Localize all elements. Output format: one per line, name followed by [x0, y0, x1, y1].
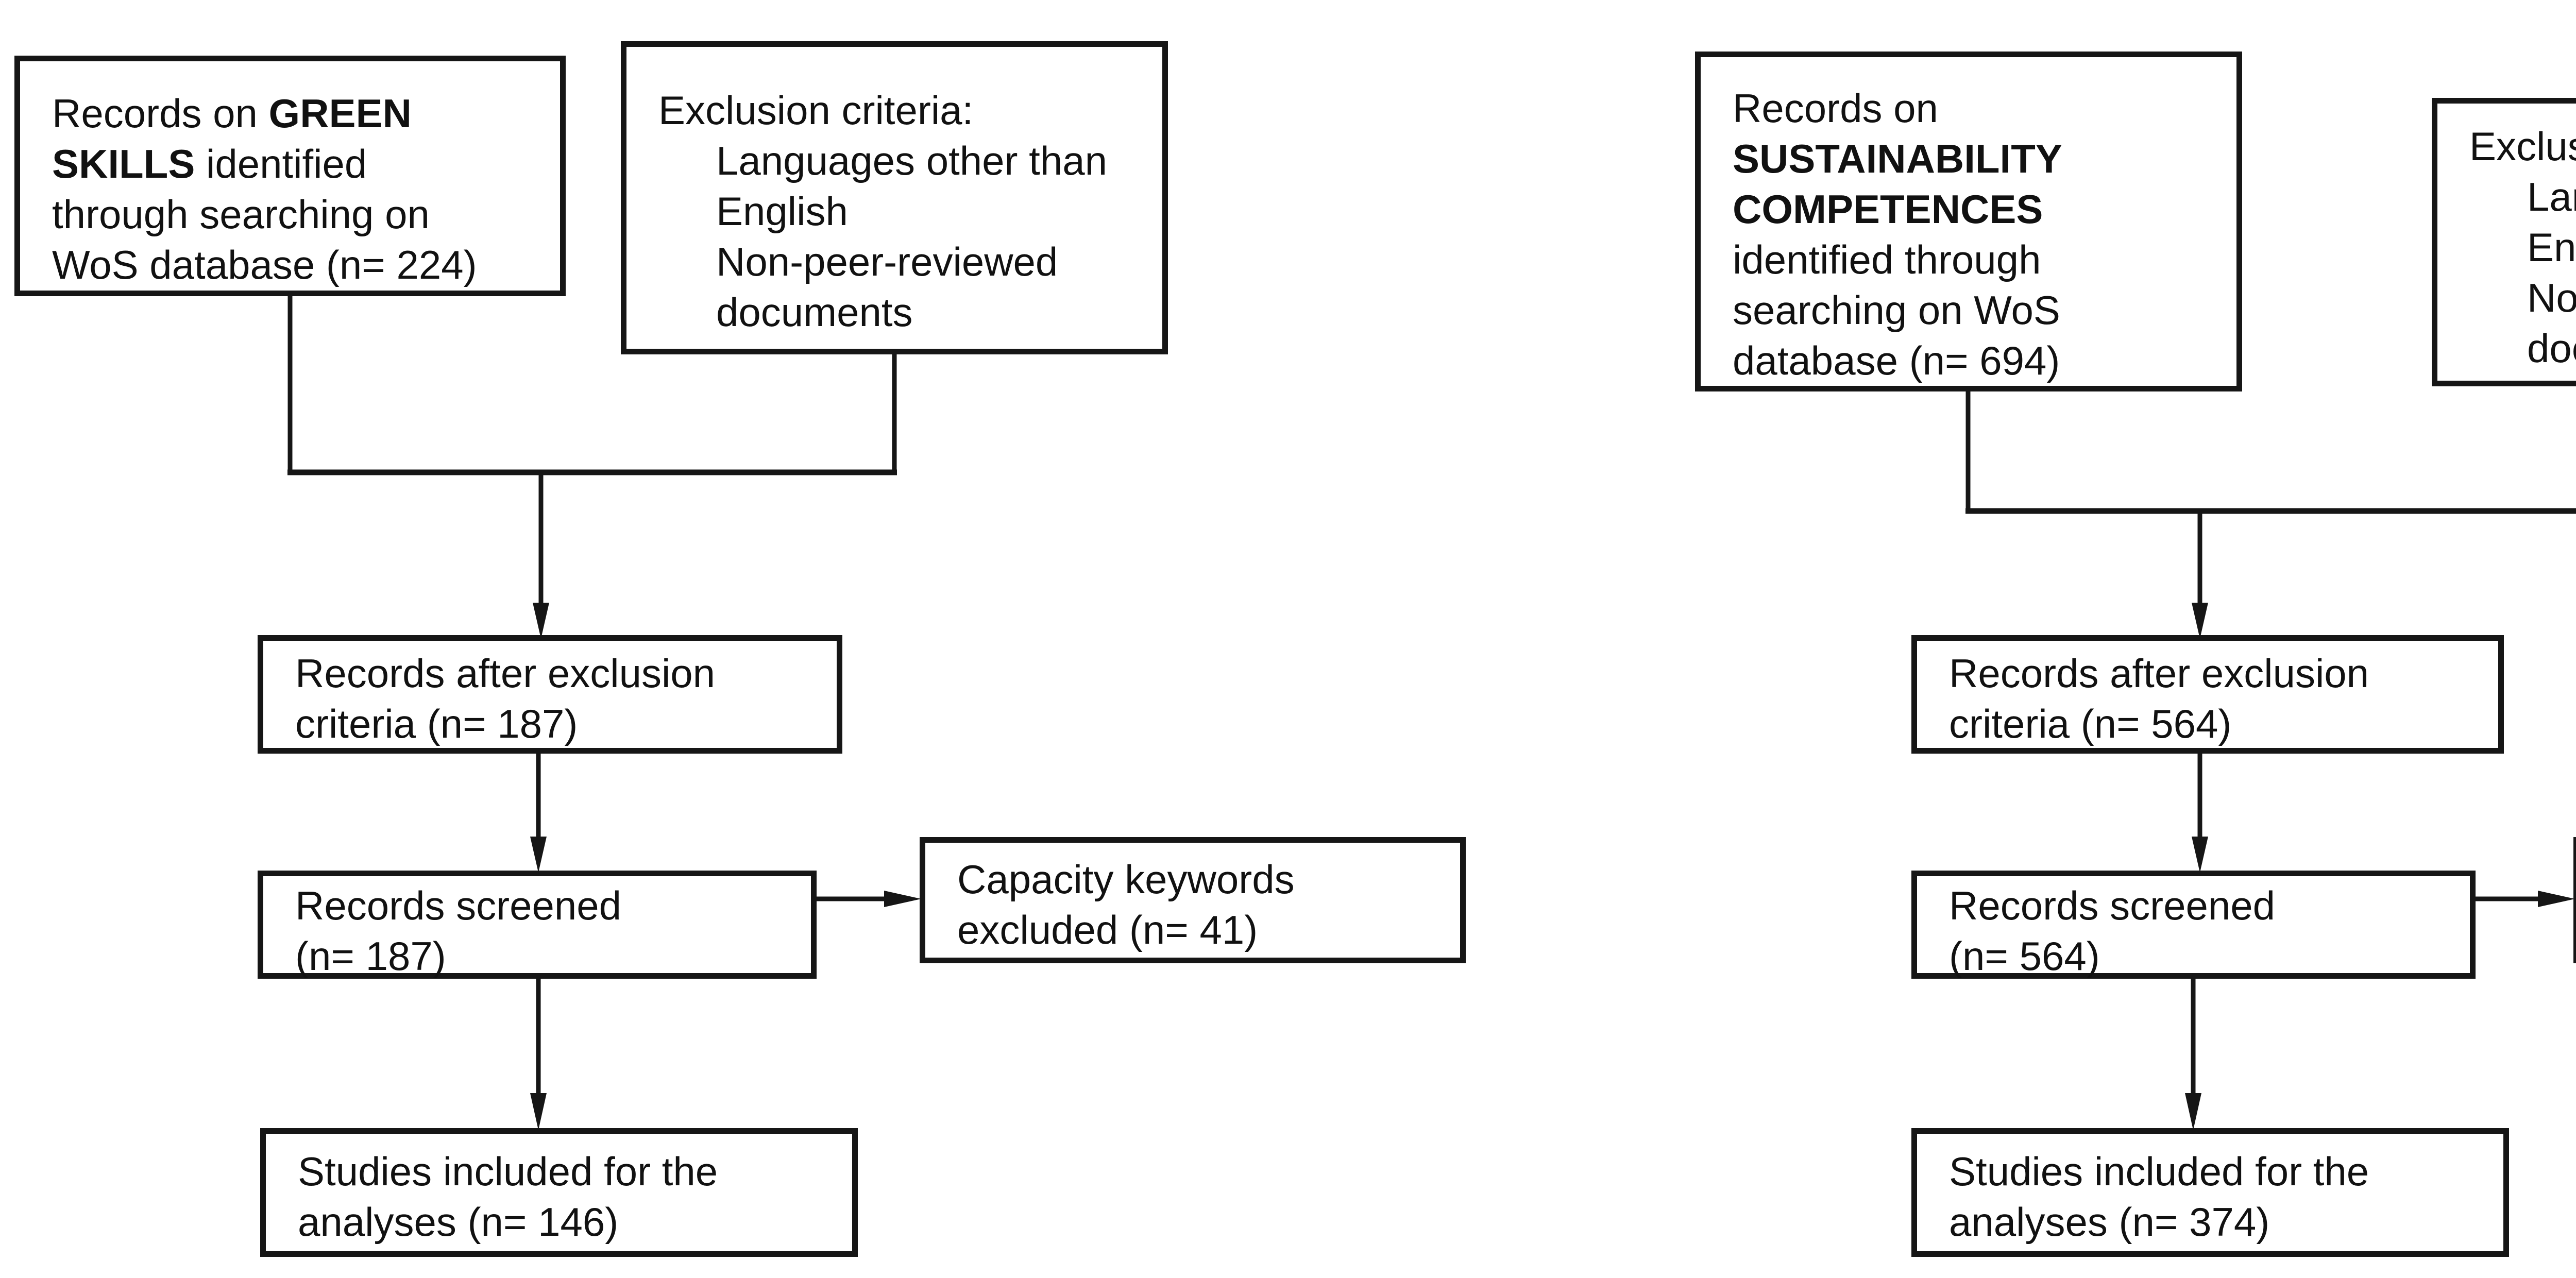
- text-line: SUSTAINABILITY: [1733, 133, 2222, 184]
- text-line: Records on: [1733, 83, 2222, 133]
- text-line: criteria (n= 564): [1949, 698, 2484, 749]
- studies-included-box-left: Studies included for the analyses (n= 146…: [260, 1128, 858, 1257]
- text-run: excluded (n= 41): [957, 907, 1258, 952]
- left-screening-arrowhead: [530, 837, 547, 873]
- text-run: database (n= 694): [1733, 338, 2060, 383]
- text-run: identified through: [1733, 237, 2041, 282]
- text-run: Non-peer-reviewed: [716, 239, 1058, 284]
- text-line: English: [658, 186, 1148, 236]
- text-run: analyses (n= 146): [298, 1199, 619, 1245]
- text-line: (n= 187): [295, 931, 796, 981]
- text-line: documents: [658, 287, 1148, 337]
- text-run: Exclusion criteria:: [2469, 124, 2576, 169]
- text-run: Languages other than: [2527, 174, 2576, 219]
- text-run: criteria (n= 187): [295, 701, 578, 746]
- text-run: WoS database (n= 224): [52, 242, 477, 287]
- right-included-arrowhead: [2185, 1093, 2201, 1130]
- text-run: Records on: [52, 91, 269, 136]
- text-run: Studies included for the: [298, 1149, 718, 1194]
- text-run: identified: [195, 141, 367, 186]
- text-line: analyses (n= 146): [298, 1197, 838, 1247]
- text-line: through searching on: [52, 189, 546, 240]
- records-screened-box-left: Records screened (n= 187): [258, 871, 817, 979]
- text-run: Studies included for the: [1949, 1149, 2369, 1194]
- text-run: searching on WoS: [1733, 287, 2060, 333]
- text-run: Capacity keywords: [957, 857, 1295, 902]
- text-run: Languages other than: [716, 138, 1107, 183]
- text-line: SKILLS identified: [52, 139, 546, 189]
- text-run: (n= 187): [295, 933, 446, 979]
- left-merge-arrowhead: [533, 603, 549, 639]
- text-run: English: [2527, 225, 2576, 270]
- records-screened-box-right: Records screened (n= 564): [1911, 871, 2476, 979]
- text-run: Exclusion criteria:: [658, 88, 974, 133]
- text-run: English: [716, 189, 848, 234]
- text-line: Languages other than: [2469, 172, 2576, 222]
- right-screening-arrowhead: [2192, 837, 2208, 873]
- text-line: Records screened: [1949, 880, 2455, 931]
- text-line: excluded (n= 41): [957, 905, 1446, 955]
- text-line: Studies included for the: [298, 1146, 838, 1197]
- text-line: Records after exclusion: [1949, 648, 2484, 698]
- text-run: documents: [716, 289, 913, 335]
- text-line: database (n= 694): [1733, 335, 2222, 386]
- right-merge-arrowhead: [2192, 603, 2208, 639]
- text-line: Exclusion criteria:: [658, 85, 1148, 135]
- text-line: Capacity keywords: [957, 854, 1446, 905]
- text-line: Records after exclusion: [295, 648, 822, 698]
- left-included-arrowhead: [530, 1093, 547, 1130]
- text-run: documents: [2527, 326, 2576, 371]
- text-line: searching on WoS: [1733, 285, 2222, 335]
- text-line: Languages other than: [658, 135, 1148, 186]
- records-identified-box-sustainability-competences: Records on SUSTAINABILITY COMPETENCES ident…: [1695, 52, 2242, 391]
- text-line: COMPETENCES: [1733, 184, 2222, 234]
- bold-text-run: COMPETENCES: [1733, 186, 2043, 232]
- text-run: Records after exclusion: [1949, 651, 2369, 696]
- right-excluded-arrowhead: [2538, 891, 2575, 907]
- text-line: Records screened: [295, 880, 796, 931]
- text-line: Exclusion criteria:: [2469, 121, 2576, 172]
- text-line: English: [2469, 222, 2576, 272]
- text-run: Records screened: [295, 883, 621, 928]
- exclusion-criteria-box-right: Exclusion criteria: Languages other thanE…: [2432, 98, 2576, 386]
- bold-text-run: SKILLS: [52, 141, 195, 186]
- text-line: criteria (n= 187): [295, 698, 822, 749]
- text-run: analyses (n= 374): [1949, 1199, 2270, 1245]
- text-run: Records screened: [1949, 883, 2275, 928]
- left-excluded-arrowhead: [884, 891, 921, 907]
- text-line: documents: [2469, 323, 2576, 373]
- text-line: (n= 564): [1949, 931, 2455, 981]
- text-line: analyses (n= 374): [1949, 1197, 2489, 1247]
- text-line: WoS database (n= 224): [52, 240, 546, 290]
- text-run: criteria (n= 564): [1949, 701, 2232, 746]
- text-line: Non-peer-reviewed: [658, 236, 1148, 287]
- text-line: Studies included for the: [1949, 1146, 2489, 1197]
- text-run: (n= 564): [1949, 933, 2100, 979]
- text-line: Non-peer-reviewed: [2469, 272, 2576, 323]
- text-run: Records on: [1733, 86, 1938, 131]
- studies-included-box-right: Studies included for the analyses (n= 374…: [1911, 1128, 2509, 1257]
- text-line: Records on GREEN: [52, 88, 546, 139]
- text-run: Records after exclusion: [295, 651, 716, 696]
- text-run: through searching on: [52, 192, 430, 237]
- records-after-exclusion-box-right: Records after exclusion criteria (n= 564): [1911, 635, 2504, 754]
- bold-text-run: SUSTAINABILITY: [1733, 136, 2062, 181]
- capacity-keywords-excluded-box-left: Capacity keywords excluded (n= 41): [920, 837, 1466, 963]
- bold-text-run: GREEN: [268, 91, 412, 136]
- text-run: Non-peer-reviewed: [2527, 275, 2576, 320]
- records-after-exclusion-box-left: Records after exclusion criteria (n= 187): [258, 635, 842, 754]
- text-line: identified through: [1733, 234, 2222, 285]
